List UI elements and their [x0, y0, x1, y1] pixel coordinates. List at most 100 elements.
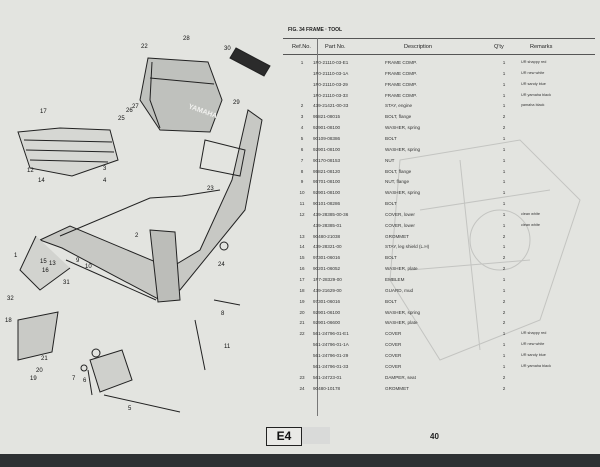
- ref-cell: 22: [299, 331, 305, 337]
- part-number-cell: 92901-08100: [313, 146, 341, 152]
- part-number-cell: 92901-08100: [313, 125, 341, 131]
- table-row: 8 95821-08120 BOLT, flange 1: [283, 169, 595, 178]
- col-header-description: Description: [404, 44, 432, 50]
- remarks-cell: UR sandy blue: [521, 352, 546, 357]
- description-cell: BOLT, flange: [385, 168, 412, 174]
- description-cell: FRAME COMP.: [385, 70, 417, 76]
- quantity-cell: 1: [502, 81, 506, 87]
- quantity-cell: 1: [502, 157, 506, 163]
- quantity-cell: 2: [502, 125, 506, 131]
- part-number-cell: 90480-10178: [313, 385, 341, 391]
- callout-6: 6: [83, 378, 87, 384]
- description-cell: GUARD, mud: [385, 287, 414, 293]
- description-cell: COVER, lower: [385, 211, 415, 217]
- callout-10: 10: [85, 264, 92, 270]
- quantity-cell: 1: [502, 190, 506, 196]
- callout-14: 14: [38, 178, 45, 184]
- callout-25: 25: [118, 116, 125, 122]
- callout-19: 19: [30, 376, 37, 382]
- ref-cell: 11: [299, 201, 305, 207]
- remarks-cell: UR shappy red: [521, 331, 547, 336]
- callout-24: 24: [218, 262, 225, 268]
- callout-3: 3: [103, 166, 107, 172]
- description-cell: GROMMET: [385, 385, 409, 391]
- callout-20: 20: [36, 368, 43, 374]
- description-cell: COVER: [385, 331, 402, 337]
- quantity-cell: 1: [502, 211, 506, 217]
- quantity-cell: 1: [502, 331, 506, 337]
- quantity-cell: 1: [502, 168, 506, 174]
- quantity-cell: 1: [502, 222, 506, 228]
- remarks-cell: UR sandy blue: [521, 81, 546, 86]
- table-row: 4 92901-08100 WASHER, spring 2: [283, 125, 595, 134]
- ref-cell: 12: [299, 211, 305, 217]
- part-number-cell: 439-28385-00-36: [313, 211, 349, 217]
- callout-30: 30: [224, 46, 231, 52]
- remarks-cell: clean white: [521, 222, 540, 227]
- description-cell: STAY, engine: [385, 103, 413, 109]
- description-cell: COVER: [385, 363, 402, 369]
- callout-7: 7: [72, 376, 76, 382]
- ref-cell: 24: [299, 385, 305, 391]
- part-number-cell: 95821-08120: [313, 168, 341, 174]
- quantity-cell: 1: [502, 146, 506, 152]
- quantity-cell: 1: [502, 92, 506, 98]
- part-number-cell: 90109-08386: [313, 135, 341, 141]
- callout-29: 29: [233, 100, 240, 106]
- callout-31: 31: [63, 280, 70, 286]
- callout-21: 21: [41, 356, 48, 362]
- description-cell: BOLT: [385, 135, 397, 141]
- quantity-cell: 1: [502, 287, 506, 293]
- tool-tube-part: [229, 47, 271, 77]
- description-cell: FRAME COMP.: [385, 92, 417, 98]
- bleed-through-ghost-drawing: [389, 139, 581, 361]
- callout-16: 16: [42, 268, 49, 274]
- part-number-cell: 561-24723-01: [313, 374, 342, 380]
- remarks-cell: clean white: [521, 211, 540, 216]
- quantity-cell: 1: [502, 277, 506, 282]
- callout-27: 27: [132, 104, 139, 110]
- description-cell: COVER: [385, 352, 402, 358]
- quantity-cell: 1: [502, 244, 506, 250]
- part-number-cell: 439-28385-01: [313, 222, 342, 228]
- quantity-cell: 2: [502, 309, 506, 315]
- section-badge: E4: [266, 427, 302, 446]
- ref-cell: 4: [300, 125, 304, 131]
- description-cell: WASHER, spring: [385, 309, 421, 315]
- ref-cell: 14: [299, 244, 305, 250]
- callout-22: 22: [141, 44, 148, 50]
- description-cell: EMBLEM: [385, 277, 405, 282]
- description-cell: WASHER, spring: [385, 125, 421, 131]
- description-cell: WASHER, plate: [385, 320, 418, 326]
- quantity-cell: 1: [502, 352, 506, 358]
- ref-cell: 1: [300, 60, 304, 65]
- ref-column-rule: [317, 38, 318, 416]
- ref-cell: 8: [300, 168, 304, 174]
- callout-17: 17: [40, 109, 47, 115]
- description-cell: BOLT: [385, 201, 397, 207]
- quantity-cell: 1: [502, 201, 506, 207]
- description-cell: NUT: [385, 157, 395, 163]
- part-number-cell: 92901-08100: [313, 190, 341, 196]
- part-number-cell: 97301-06016: [313, 298, 341, 304]
- description-cell: STAY, leg shield (L.H): [385, 244, 430, 250]
- description-cell: COVER: [385, 342, 402, 348]
- quantity-cell: 1: [502, 60, 506, 65]
- remarks-cell: UR new white: [521, 70, 545, 75]
- quantity-cell: 1: [502, 342, 506, 348]
- tool-cover-part: [139, 57, 223, 133]
- quantity-cell: 2: [502, 320, 506, 326]
- ref-cell: 16: [299, 266, 305, 272]
- callout-1: 1: [14, 253, 18, 259]
- ref-cell: 2: [300, 103, 304, 109]
- part-number-cell: 1F0-21110-03-E1: [313, 60, 349, 65]
- quantity-cell: 1: [502, 135, 506, 141]
